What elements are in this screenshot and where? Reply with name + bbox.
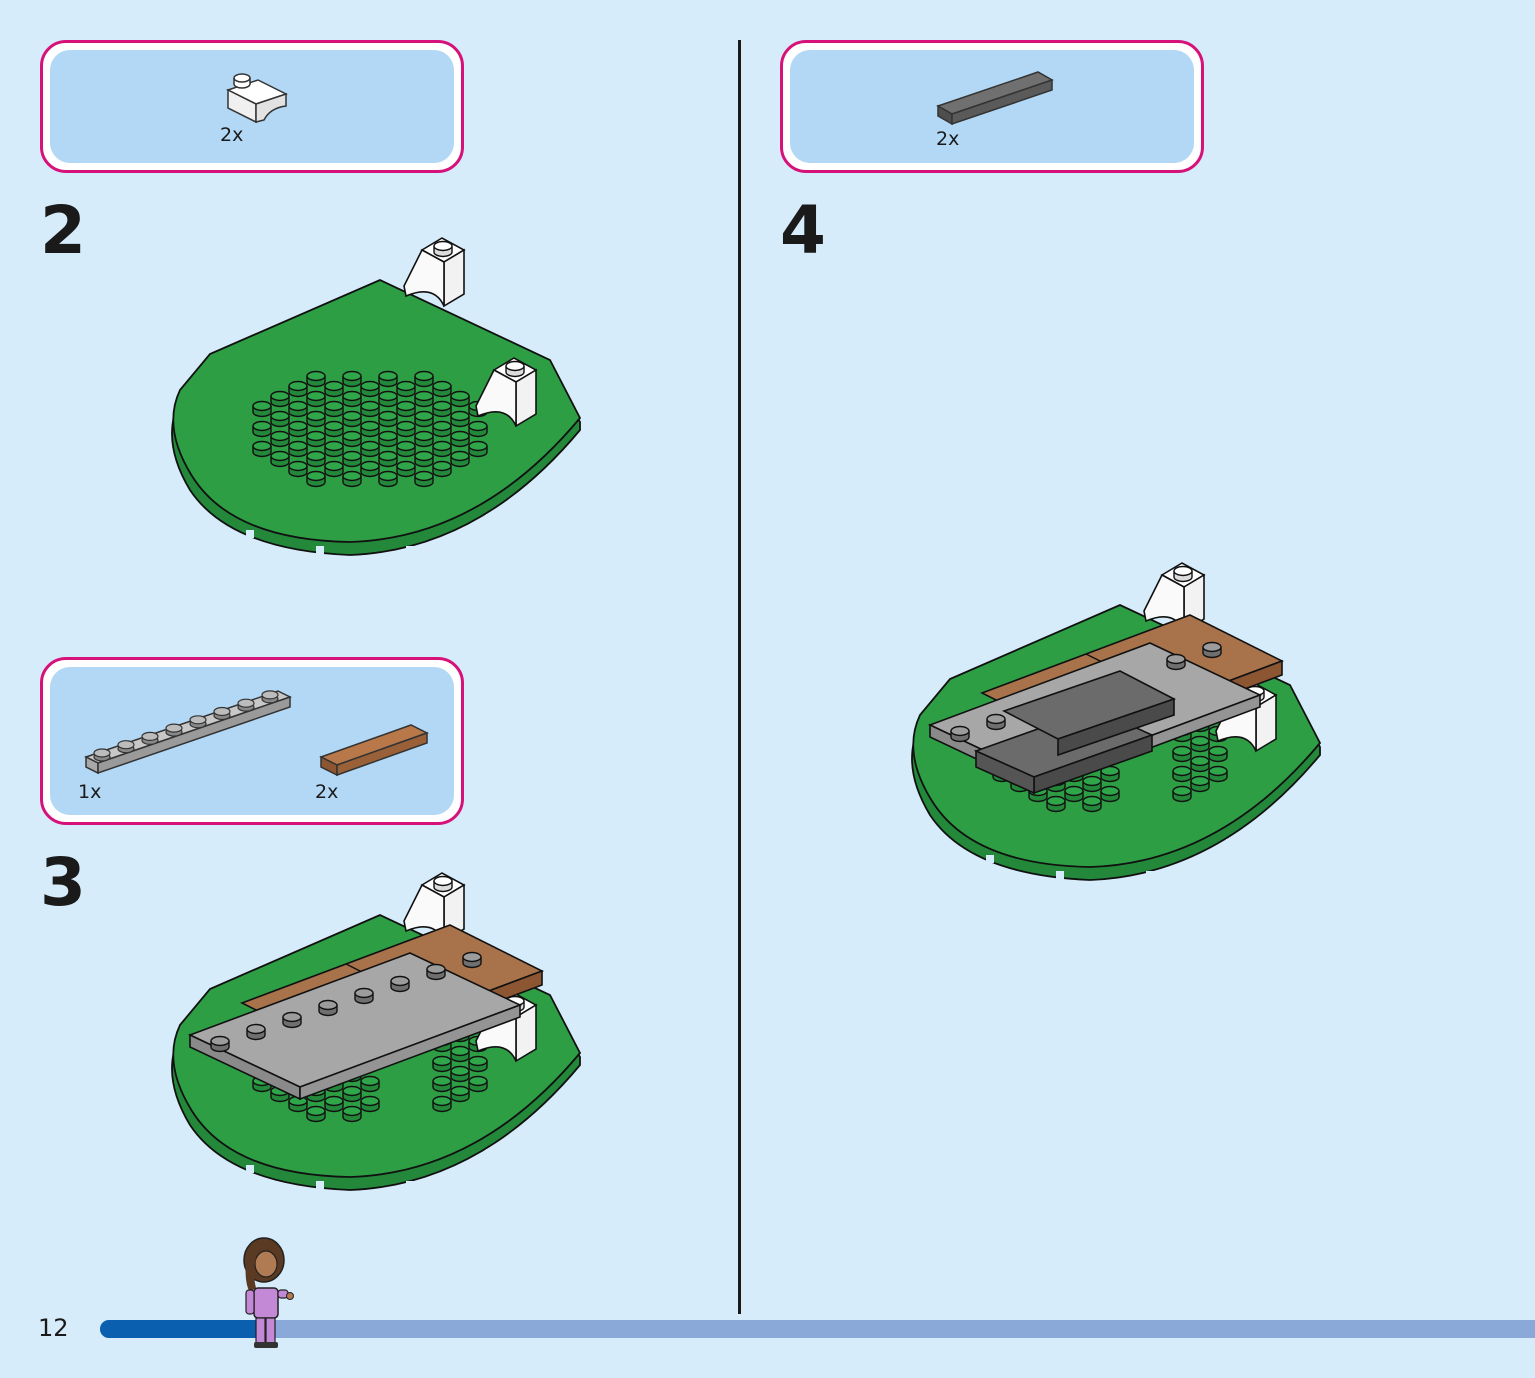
progress-bar (100, 1320, 1535, 1338)
parts-callout-inner: 2x (790, 50, 1194, 163)
dark-gray-tile-icon (936, 71, 1054, 126)
part-quantity: 2x (315, 781, 339, 803)
parts-callout-step-4: 2x (780, 40, 1204, 173)
parts-callout-inner: 2x (50, 50, 454, 163)
part-quantity: 1x (78, 781, 102, 803)
white-slope-brick-icon (226, 73, 288, 124)
part-quantity: 2x (220, 124, 244, 146)
parts-callout-inner: 1x 2x (50, 667, 454, 815)
parts-callout-step-3: 1x 2x (40, 657, 464, 825)
minifigure-character-icon (243, 1237, 294, 1348)
step-number: 2 (40, 192, 86, 269)
gray-plate-icon (84, 690, 292, 775)
progress-bar-fill (100, 1320, 273, 1338)
step-4-build-illustration (890, 562, 1330, 895)
brown-tile-icon (319, 724, 429, 777)
parts-callout-step-2: 2x (40, 40, 464, 173)
step-3-build-illustration (150, 872, 590, 1205)
step-number: 3 (40, 844, 86, 921)
page-number: 12 (38, 1314, 69, 1342)
column-divider (738, 40, 741, 1314)
step-number: 4 (780, 192, 826, 269)
part-quantity: 2x (936, 128, 960, 150)
step-2-build-illustration (150, 237, 590, 570)
